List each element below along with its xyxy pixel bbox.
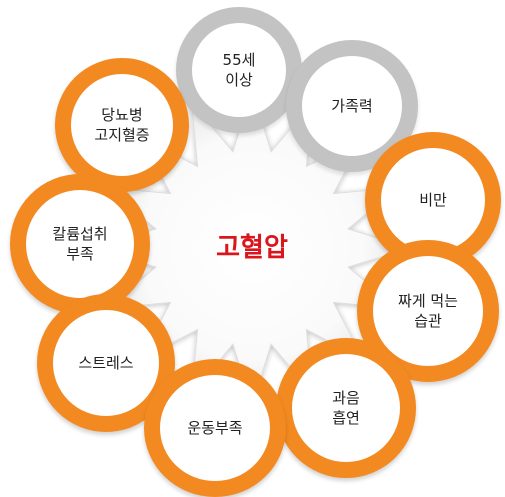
factor-label: 55세 이상 [222, 51, 256, 89]
factor-label: 운동부족 [187, 419, 243, 437]
factor-label: 짜게 먹는 습관 [398, 292, 458, 330]
factor-low-potassium: 칼륨섭취 부족 [10, 174, 150, 314]
factor-label: 비만 [419, 191, 447, 209]
factor-label: 가족력 [331, 97, 373, 115]
factor-label: 과음 흡연 [332, 389, 360, 427]
factor-lack-of-exercise: 운동부족 [144, 359, 286, 497]
factor-label: 당뇨병 고지혈증 [94, 106, 150, 144]
factor-age-55: 55세 이상 [176, 7, 302, 133]
factor-diabetes-hyperlipidemia: 당뇨병 고지혈증 [55, 58, 189, 192]
center-title: 고혈압 [216, 233, 288, 263]
factor-label: 스트레스 [78, 354, 134, 372]
factor-label: 칼륨섭취 부족 [52, 225, 108, 263]
factor-drinking-smoking: 과음 흡연 [276, 338, 416, 478]
